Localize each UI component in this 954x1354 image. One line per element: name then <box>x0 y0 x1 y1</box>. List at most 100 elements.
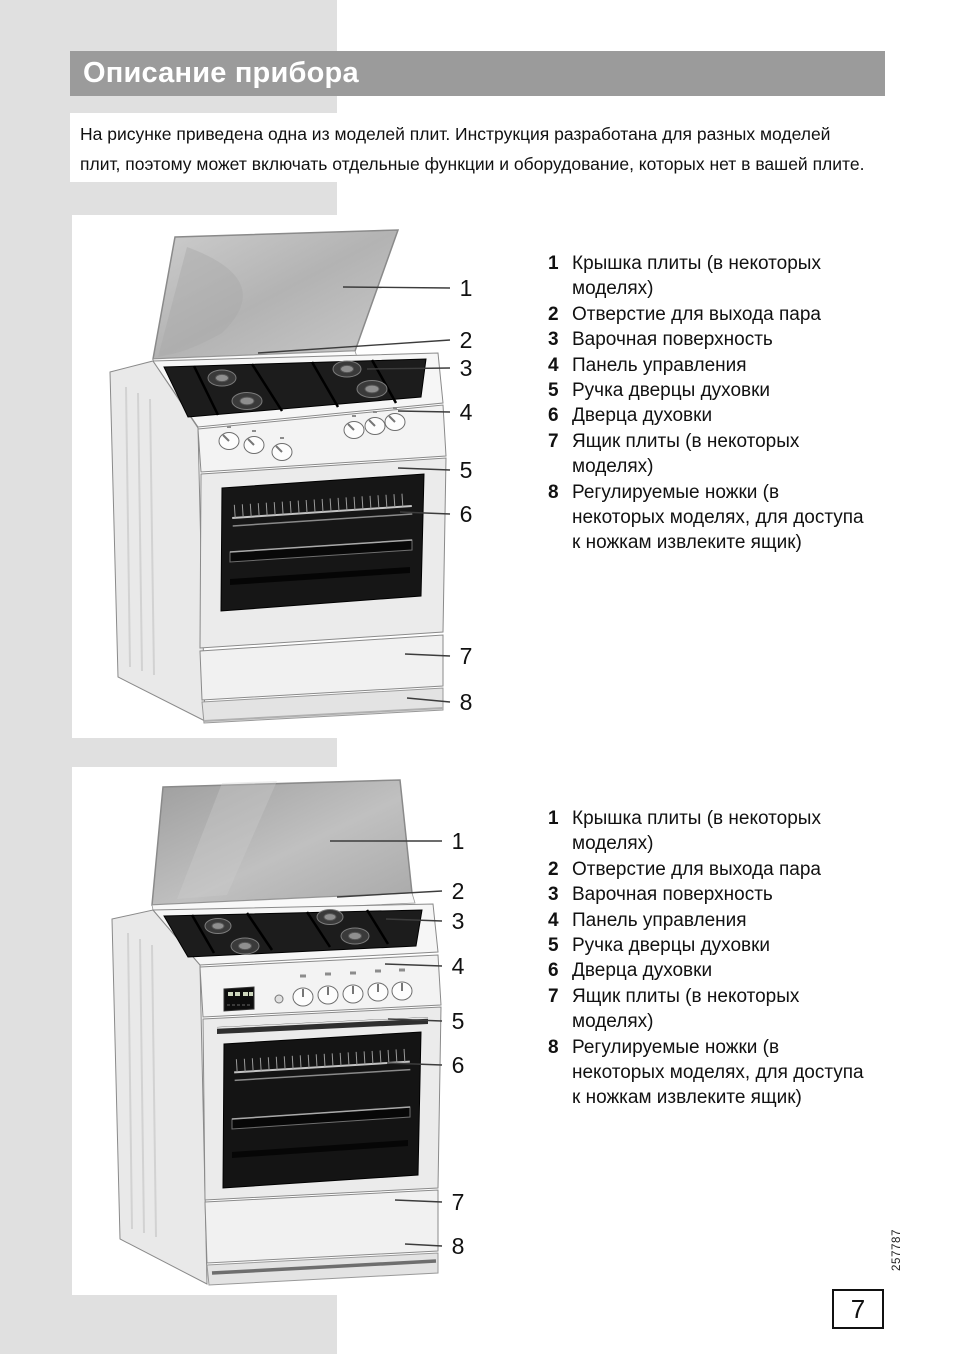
list-item: 7 Ящик плиты (в некоторых моделях) <box>548 984 878 1035</box>
item-number: 4 <box>548 354 559 376</box>
fig2-callout-2: 2 <box>452 878 465 904</box>
storage-drawer <box>204 1189 439 1264</box>
item-number: 8 <box>548 1036 559 1058</box>
callout-line-5 <box>397 467 451 471</box>
list-item: 5 Ручка дверцы духовки <box>548 933 878 958</box>
item-text: Панель управления <box>572 909 747 931</box>
fig1-callout-1: 1 <box>460 275 473 301</box>
burner <box>332 360 362 378</box>
knob <box>342 984 364 1004</box>
item-text: Отверстие для выхода пара <box>572 303 822 325</box>
callout-lines <box>257 286 451 703</box>
cooktop <box>151 903 439 966</box>
item-text: Крышка плиты (в некоторых моделях) <box>572 808 821 855</box>
stove-figure-1: 1 2 3 4 5 6 7 8 <box>72 215 532 738</box>
knob <box>271 443 293 461</box>
list-item: 5 Ручка дверцы духовки <box>548 378 878 403</box>
oven-door <box>199 457 447 649</box>
ignition-button <box>274 994 284 1004</box>
knob <box>391 981 413 1001</box>
callout-line-8 <box>404 1243 443 1247</box>
burner <box>316 909 344 925</box>
fig2-callout-3: 3 <box>452 908 465 934</box>
callout-line-4 <box>397 410 451 413</box>
intro-line-2: плит, поэтому может включать отдельные ф… <box>80 154 865 174</box>
item-text: Отверстие для выхода пара <box>572 858 822 880</box>
item-text: Ящик плиты (в некоторых моделях) <box>572 985 800 1033</box>
callout-line-5 <box>387 1018 443 1022</box>
doc-code-vertical: 257787 <box>891 1229 903 1271</box>
knob <box>384 413 406 431</box>
fig2-callout-7: 7 <box>452 1189 465 1215</box>
page-number-box: 7 <box>832 1289 884 1329</box>
page-title: Описание прибора <box>83 57 359 89</box>
fig2-callout-6: 6 <box>452 1052 465 1078</box>
callout-line-4 <box>384 963 443 967</box>
stove-base <box>201 687 444 724</box>
item-text: Дверца духовки <box>572 405 713 427</box>
item-number: 3 <box>548 884 559 906</box>
fig1-callout-5: 5 <box>460 457 473 483</box>
item-number: 5 <box>548 935 559 957</box>
item-text: Варочная поверхность <box>572 329 773 351</box>
list-item: 8 Регулируемые ножки (в некоторых моделях… <box>548 1035 878 1111</box>
knob <box>343 421 365 439</box>
cooktop <box>152 352 444 428</box>
callout-line-7 <box>394 1199 443 1203</box>
baking-tray <box>231 1106 411 1130</box>
item-number: 8 <box>548 481 559 503</box>
stove-illustration-2: 1 2 3 4 5 6 7 8 <box>111 779 465 1286</box>
fig1-callout-3: 3 <box>460 355 473 381</box>
burner <box>207 369 237 387</box>
fig1-callout-7: 7 <box>460 643 473 669</box>
item-text: Ящик плиты (в некоторых моделях) <box>572 430 800 478</box>
list-item: 2 Отверстие для выхода пара <box>548 857 878 882</box>
callout-line-2 <box>336 890 443 898</box>
control-panel <box>197 404 447 473</box>
burner <box>340 927 370 945</box>
item-text: Регулируемые ножки (в некоторых моделях,… <box>572 1036 864 1109</box>
item-number: 5 <box>548 380 559 402</box>
item-text: Варочная поверхность <box>572 884 773 906</box>
storage-drawer <box>199 634 444 701</box>
item-number: 4 <box>548 909 559 931</box>
fig1-callout-2: 2 <box>460 327 473 353</box>
intro-paragraph: На рисунке приведена одна из моделей пли… <box>70 113 885 182</box>
item-number: 1 <box>548 253 559 274</box>
item-text: Ручка дверцы духовки <box>572 380 771 402</box>
knob <box>243 436 265 454</box>
burner <box>230 937 260 955</box>
fig2-callout-8: 8 <box>452 1233 465 1259</box>
fig1-callout-8: 8 <box>460 689 473 715</box>
knob <box>218 432 240 450</box>
callout-line-6 <box>399 511 451 515</box>
fig1-callout-4: 4 <box>460 399 473 425</box>
callout-line-6 <box>386 1062 443 1066</box>
item-text: Ручка дверцы духовки <box>572 935 771 957</box>
item-number: 7 <box>548 985 559 1007</box>
left-gray-column <box>0 0 72 1354</box>
clock-display <box>223 986 255 1012</box>
fig2-callout-5: 5 <box>452 1008 465 1034</box>
item-text: Регулируемые ножки (в некоторых моделях,… <box>572 481 864 554</box>
callout-line-3 <box>385 918 443 922</box>
stove-base <box>206 1252 439 1286</box>
stove-lid <box>152 229 400 369</box>
burner <box>204 918 232 934</box>
burner <box>231 392 263 410</box>
stove-figure-2: 1 2 3 4 5 6 7 8 <box>72 767 532 1295</box>
item-number: 2 <box>548 858 559 880</box>
baking-tray <box>229 539 413 563</box>
oven-rack <box>232 493 413 527</box>
callout-line-7 <box>404 653 451 657</box>
